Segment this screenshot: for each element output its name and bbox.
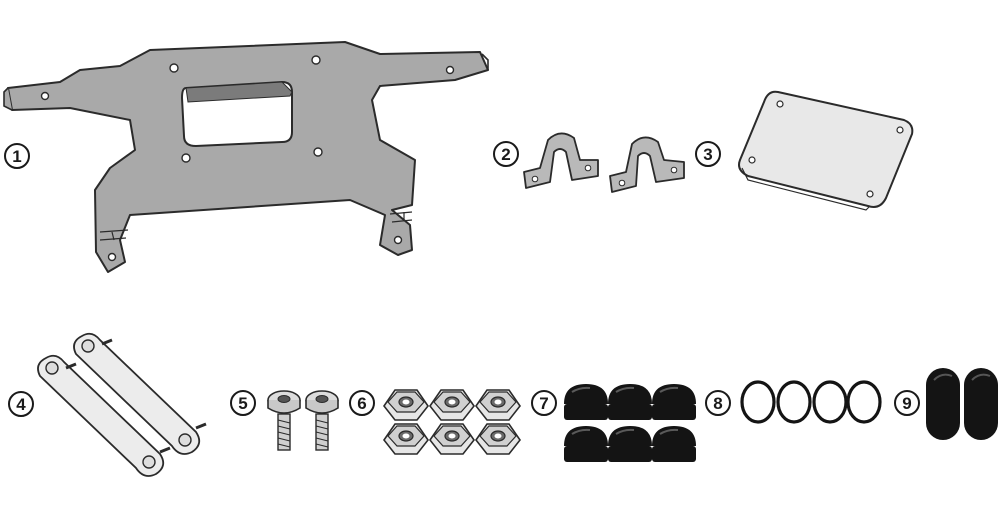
part-8-o-rings (740, 380, 882, 424)
callout-8: 8 (705, 390, 731, 416)
callout-4: 4 (8, 391, 34, 417)
callout-9-number: 9 (902, 394, 911, 413)
part-4-straps (37, 332, 207, 477)
part-2-u-brackets (523, 132, 685, 193)
callout-5-number: 5 (238, 394, 247, 413)
callout-7: 7 (531, 390, 557, 416)
part-3-flat-plate (738, 90, 914, 211)
callout-3-number: 3 (703, 145, 712, 164)
part-7-caps (563, 383, 697, 463)
part-9-pads (926, 368, 998, 440)
callout-7-number: 7 (539, 394, 548, 413)
callout-8-number: 8 (713, 394, 722, 413)
part-5-bolts (267, 390, 339, 451)
callout-1-number: 1 (12, 147, 21, 166)
callout-1: 1 (4, 143, 30, 169)
callout-4-number: 4 (16, 395, 26, 414)
callout-2-number: 2 (501, 145, 510, 164)
callout-9: 9 (894, 390, 920, 416)
callout-3: 3 (695, 141, 721, 167)
callout-6: 6 (349, 390, 375, 416)
callout-2: 2 (493, 141, 519, 167)
part-1-mounting-plate (3, 41, 489, 273)
part-6-nuts (383, 389, 521, 455)
callout-6-number: 6 (357, 394, 366, 413)
callout-5: 5 (230, 390, 256, 416)
